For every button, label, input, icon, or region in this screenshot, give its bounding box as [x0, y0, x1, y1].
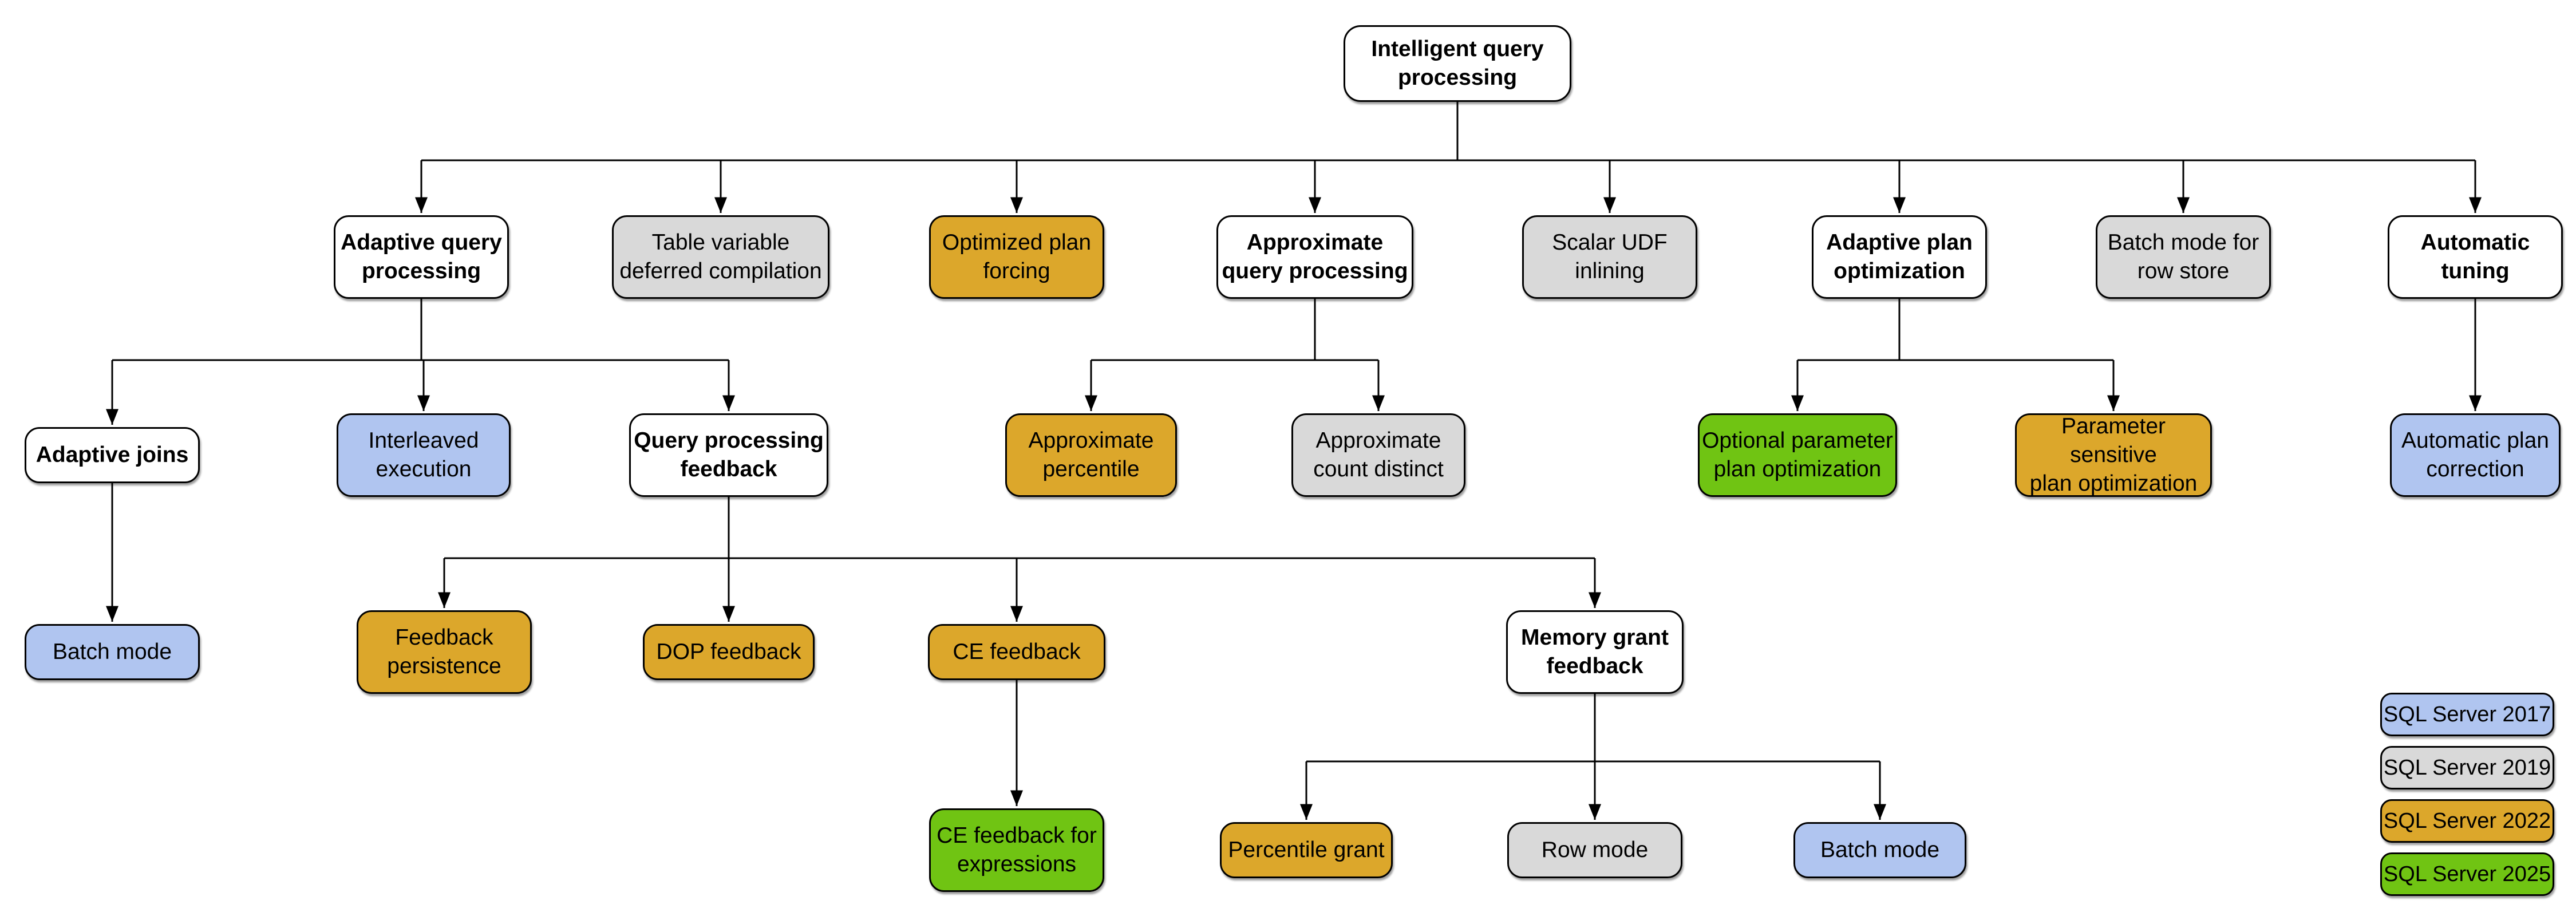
node-batch-mode-adaptive-joins: Batch mode	[25, 624, 200, 680]
node-intelligent-query-processing: Intelligent query processing	[1344, 25, 1571, 102]
node-memory-grant-feedback: Memory grant feedback	[1506, 610, 1684, 694]
node-approximate-percentile: Approximate percentile	[1005, 413, 1177, 497]
node-scalar-udf-inlining: Scalar UDF inlining	[1522, 215, 1697, 299]
legend-item-sql-server-2025: SQL Server 2025	[2380, 852, 2554, 896]
node-row-mode: Row mode	[1507, 822, 1682, 878]
node-batch-mode-for-row-store: Batch mode for row store	[2096, 215, 2271, 299]
node-optimized-plan-forcing: Optimized plan forcing	[929, 215, 1104, 299]
node-ce-feedback: CE feedback	[928, 624, 1105, 680]
legend-item-sql-server-2019: SQL Server 2019	[2380, 746, 2554, 789]
node-dop-feedback: DOP feedback	[643, 624, 815, 680]
node-batch-mode-memory-grant: Batch mode	[1793, 822, 1966, 878]
node-table-variable-deferred-compilation: Table variable deferred compilation	[612, 215, 829, 299]
node-parameter-sensitive-plan-optimization: Parameter sensitive plan optimization	[2015, 413, 2212, 497]
node-automatic-tuning: Automatic tuning	[2388, 215, 2563, 299]
node-interleaved-execution: Interleaved execution	[337, 413, 511, 497]
node-feedback-persistence: Feedback persistence	[357, 610, 532, 694]
node-optional-parameter-plan-optimization: Optional parameter plan optimization	[1698, 413, 1897, 497]
node-ce-feedback-for-expressions: CE feedback for expressions	[929, 808, 1104, 892]
node-percentile-grant: Percentile grant	[1220, 822, 1393, 878]
legend-item-sql-server-2022: SQL Server 2022	[2380, 799, 2554, 843]
node-adaptive-plan-optimization: Adaptive plan optimization	[1812, 215, 1987, 299]
node-query-processing-feedback: Query processing feedback	[629, 413, 828, 497]
legend-item-sql-server-2017: SQL Server 2017	[2380, 693, 2554, 736]
node-approximate-count-distinct: Approximate count distinct	[1291, 413, 1465, 497]
node-adaptive-joins: Adaptive joins	[25, 427, 200, 483]
node-approximate-query-processing: Approximate query processing	[1216, 215, 1413, 299]
node-adaptive-query-processing: Adaptive query processing	[334, 215, 509, 299]
node-automatic-plan-correction: Automatic plan correction	[2390, 413, 2561, 497]
